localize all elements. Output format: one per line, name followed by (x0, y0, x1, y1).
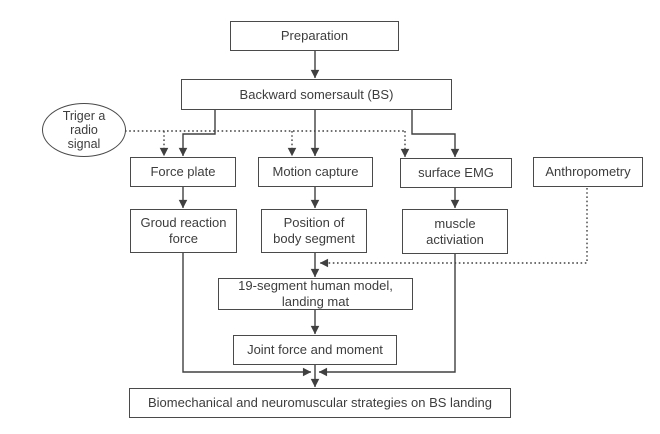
node-force-plate-label: Force plate (150, 164, 216, 180)
edge-grf-to-conclusion (182, 253, 312, 377)
node-surface-emg: surface EMG (400, 158, 512, 188)
node-backward-somersault-label: Backward somersault (BS) (239, 86, 394, 102)
node-trigger-signal: Triger a radio signal (42, 103, 126, 157)
node-ground-reaction-force: Groud reaction force (130, 209, 237, 253)
node-position-of-body-segment: Position of body segment (261, 209, 367, 253)
node-human-model: 19-segment human model, landing mat (218, 278, 413, 310)
node-conclusion: Biomechanical and neuromuscular strategi… (129, 388, 511, 418)
node-preparation-label: Preparation (280, 28, 349, 44)
node-motion-capture-label: Motion capture (272, 164, 359, 180)
node-preparation: Preparation (230, 21, 399, 51)
edge-bs-to-force-plate (178, 110, 216, 157)
node-trigger-signal-label: Triger a radio signal (62, 109, 106, 151)
node-human-model-label: 19-segment human model, landing mat (238, 278, 393, 309)
node-position-of-body-segment-label: Position of body segment (273, 215, 355, 246)
node-joint-force-moment: Joint force and moment (233, 335, 397, 365)
node-muscle-activation-label: muscle activiation (426, 215, 484, 247)
node-backward-somersault: Backward somersault (BS) (181, 79, 452, 110)
edge-anthropometry-to-model (319, 188, 588, 268)
node-force-plate: Force plate (130, 157, 236, 187)
node-ground-reaction-force-label: Groud reaction force (140, 215, 227, 246)
edge-muscle-to-conclusion (318, 254, 456, 377)
edge-bs-to-surface-emg (411, 110, 460, 158)
node-joint-force-moment-label: Joint force and moment (247, 342, 383, 358)
node-anthropometry-label: Anthropometry (545, 164, 631, 180)
node-conclusion-label: Biomechanical and neuromuscular strategi… (148, 395, 492, 411)
node-surface-emg-label: surface EMG (418, 165, 494, 181)
node-anthropometry: Anthropometry (533, 157, 643, 187)
node-motion-capture: Motion capture (258, 157, 373, 187)
node-muscle-activation: muscle activiation (402, 209, 508, 254)
